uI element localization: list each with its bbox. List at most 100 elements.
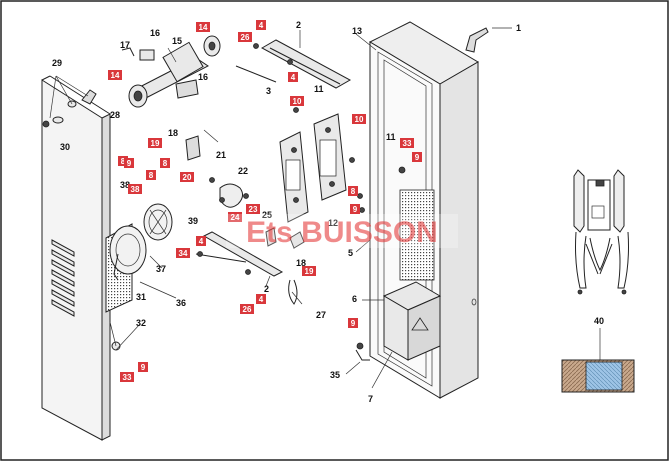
motor-shaft-assembly <box>121 35 221 108</box>
reference-tag-label: 4 <box>259 21 264 30</box>
callout-label: 16 <box>150 28 160 38</box>
callout-label: 32 <box>136 318 146 328</box>
callout-label: 18 <box>296 258 306 268</box>
reference-tag: 10 <box>352 114 366 124</box>
reference-tag: 8 <box>146 170 156 180</box>
leader-lines <box>49 27 512 389</box>
reference-tag-label: 10 <box>293 97 302 106</box>
callout-label: 5 <box>348 248 353 258</box>
reference-tag: 19 <box>148 138 162 148</box>
watermark: Ets BUISSON <box>226 214 458 249</box>
reference-tag-label: 33 <box>123 373 132 382</box>
reference-tag: 4 <box>288 72 298 82</box>
spring-clip <box>121 47 135 57</box>
lower-rod <box>185 107 406 361</box>
callout-label: 3 <box>266 86 271 96</box>
callout-label: 28 <box>110 110 120 120</box>
reference-tag: 19 <box>302 266 316 276</box>
watermark-text: Ets BUISSON <box>246 216 438 249</box>
reference-tag-label: 8 <box>121 157 126 166</box>
reference-tag-label: 4 <box>291 73 296 82</box>
reference-tag-label: 26 <box>241 33 250 42</box>
reference-tag-label: 9 <box>141 363 146 372</box>
reference-tag: 8 <box>160 158 170 168</box>
callout-label: 40 <box>594 316 604 326</box>
callout-label: 21 <box>216 150 226 160</box>
hinge-pin <box>42 120 50 128</box>
callout-label: 13 <box>352 26 362 36</box>
reference-tag-label: 34 <box>179 249 188 258</box>
callout-label: 22 <box>238 166 248 176</box>
callout-label: 16 <box>198 72 208 82</box>
reference-tag: 4 <box>256 294 266 304</box>
callout-label: 25 <box>262 210 272 220</box>
reference-tag-label: 19 <box>151 139 160 148</box>
callout-label: 30 <box>60 142 70 152</box>
door-vent-slots <box>51 239 75 317</box>
reference-tag-label: 19 <box>305 267 314 276</box>
reference-tag-label: 20 <box>183 173 192 182</box>
reference-tag-label: 23 <box>249 205 258 214</box>
callout-label: 38 <box>120 180 130 190</box>
reference-tag: 8 <box>118 156 128 166</box>
reference-tag-label: 14 <box>111 71 120 80</box>
reference-tag: 34 <box>176 248 190 258</box>
callout-label: 18 <box>168 128 178 138</box>
reference-tag-label: 9 <box>353 205 358 214</box>
reference-tag: 4 <box>256 20 266 30</box>
callout-label: 31 <box>136 292 146 302</box>
cabinet-body <box>368 21 489 399</box>
reference-tag: 9 <box>138 362 148 372</box>
callout-label: 11 <box>314 84 324 94</box>
reference-tag-label: 4 <box>199 237 204 246</box>
reference-tag-label: 8 <box>149 171 154 180</box>
callout-label: 35 <box>330 370 340 380</box>
reference-tag-label: 9 <box>127 159 132 168</box>
callout-label: 2 <box>264 284 269 294</box>
reference-tag: 23 <box>246 204 260 214</box>
reference-tag-label: 8 <box>163 159 168 168</box>
reference-tag: 10 <box>290 96 304 106</box>
cabinet-side-vent <box>399 189 435 281</box>
reference-tag: 9 <box>350 204 360 214</box>
electrical-box <box>382 281 442 361</box>
reference-tag-label: 26 <box>243 305 252 314</box>
reference-tag: 9 <box>348 318 358 328</box>
reference-tag-label: 10 <box>355 115 364 124</box>
reference-tag: 20 <box>180 172 194 182</box>
callout-label: 15 <box>172 36 182 46</box>
reference-tag: 4 <box>196 236 206 246</box>
callout-label: 2 <box>296 20 301 30</box>
callout-label: 37 <box>156 264 166 274</box>
inset-detail <box>566 168 634 298</box>
callout-label: 17 <box>120 40 130 50</box>
reference-tag: 24 <box>228 212 242 222</box>
seal-strip-swatch <box>561 328 635 393</box>
reference-tag: 26 <box>238 32 252 42</box>
hinge-plate-pair <box>279 113 347 223</box>
reference-tag: 9 <box>412 152 422 162</box>
reference-tag-label: 38 <box>131 185 140 194</box>
reference-tag-label: 9 <box>415 153 420 162</box>
reference-tag: 26 <box>240 304 254 314</box>
reference-tag-label: 33 <box>403 139 412 148</box>
door-panel <box>41 75 121 441</box>
top-rail <box>235 39 352 89</box>
reference-tag: 14 <box>108 70 122 80</box>
reference-tag: 33 <box>400 138 414 148</box>
callout-label: 6 <box>352 294 357 304</box>
reference-tag: 8 <box>348 186 358 196</box>
callout-label: 12 <box>328 218 338 228</box>
reference-tag: 9 <box>124 158 134 168</box>
callout-label: 27 <box>316 310 326 320</box>
reference-tag-label: 8 <box>351 187 356 196</box>
callout-label: 29 <box>52 58 62 68</box>
callout-label: 36 <box>176 298 186 308</box>
reference-tag: 33 <box>120 372 134 382</box>
reference-tag-label: 9 <box>351 319 356 328</box>
reference-tag: 38 <box>128 184 142 194</box>
warning-triangle-icon <box>411 317 429 331</box>
